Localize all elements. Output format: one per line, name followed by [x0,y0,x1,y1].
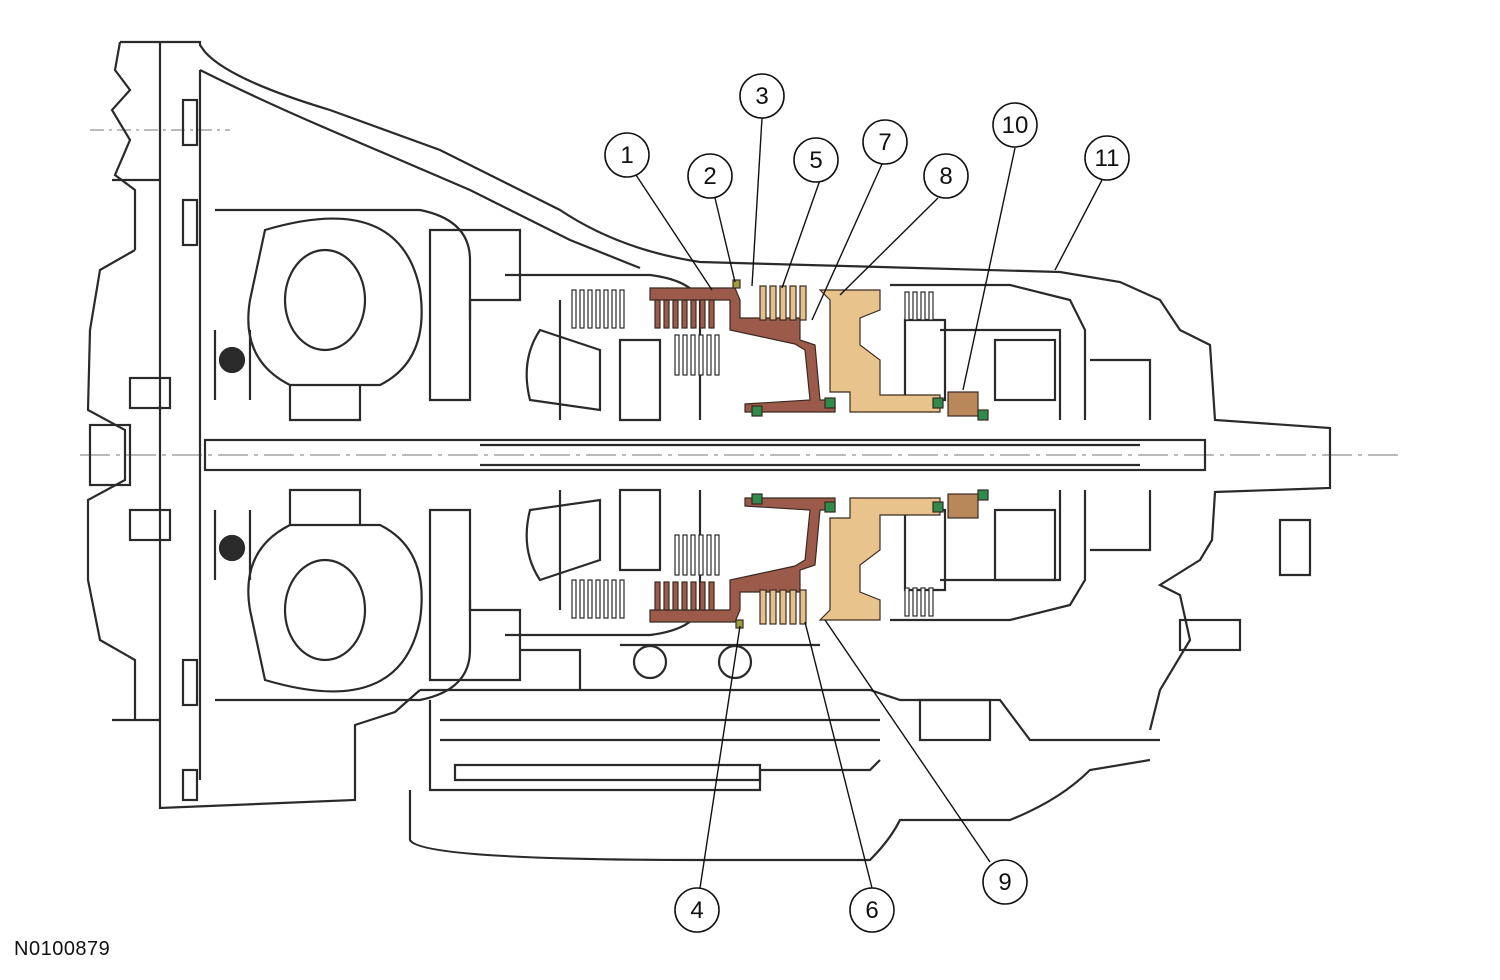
piston-hub-lower [818,497,941,621]
callout-2: 2 [687,153,733,199]
callout-3: 3 [739,73,785,119]
clutch-drum-upper [649,287,836,413]
clutch-drum-lower [649,497,836,623]
callout-label: 4 [690,897,703,924]
callout-label: 9 [998,869,1011,896]
callout-label: 10 [1002,112,1029,139]
callout-label: 8 [939,163,952,190]
callout-8: 8 [923,153,969,199]
front-clutch-upper [571,289,625,329]
middle-clutch-upper [674,334,720,376]
callout-label: 7 [878,129,891,156]
callout-label: 1 [620,142,633,169]
front-clutch-lower [571,579,625,619]
tan-plates-upper [759,285,807,321]
highlighted-clutch-assembly [649,279,989,629]
callout-6: 6 [849,887,895,933]
callout-label: 5 [809,147,822,174]
middle-clutch-lower [674,534,720,576]
seals [751,397,989,513]
leader-lines [635,117,1103,889]
callout-7: 7 [862,119,908,165]
callout-11: 11 [1084,135,1130,181]
transmission-case [86,40,1332,862]
callout-10: 10 [992,102,1038,148]
callout-9: 9 [982,859,1028,905]
callout-label: 11 [1095,145,1120,172]
clutch-packs-grey [571,289,934,619]
rear-clutch-upper [904,291,934,321]
return-spring-lower [947,493,979,519]
snap-ring-upper [732,279,741,289]
callout-label: 6 [865,897,878,924]
piston-hub-upper [818,289,941,413]
callout-label: 3 [755,83,768,110]
callout-1: 1 [604,132,650,178]
figure-code: N0100879 [14,938,111,960]
callout-label: 2 [703,163,716,190]
callout-4: 4 [674,887,720,933]
tan-plates-lower [759,589,807,625]
return-spring-upper [947,391,979,417]
callout-5: 5 [793,137,839,183]
callouts: 1 2 3 5 7 8 10 11 4 6 9 [604,73,1130,933]
rear-clutch-lower [904,587,934,617]
brown-plates-upper [654,299,715,329]
brown-plates-lower [654,581,715,611]
